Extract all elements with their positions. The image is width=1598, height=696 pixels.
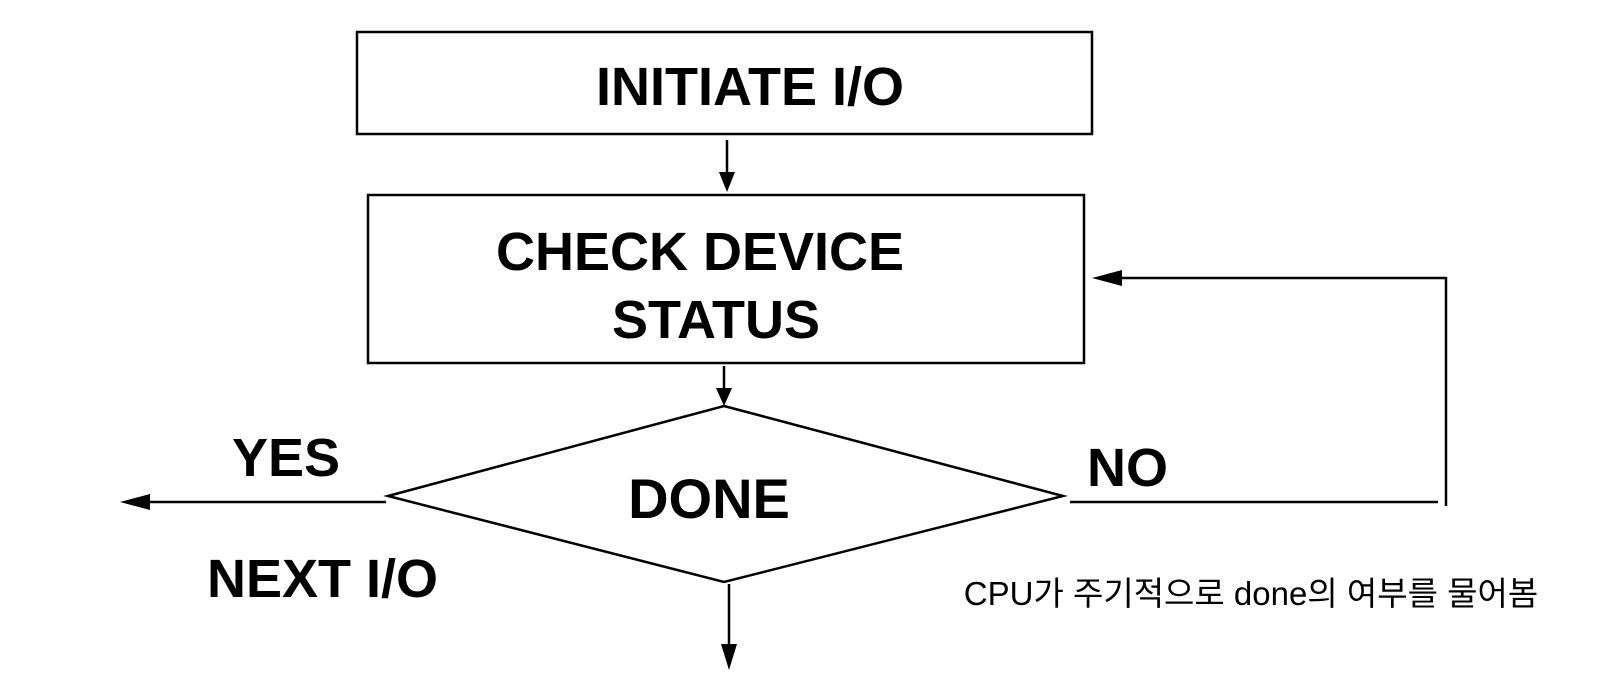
yes-label: YES — [232, 428, 340, 488]
done-decision-diamond — [383, 404, 1068, 584]
arrowhead-initiate-to-check — [719, 172, 735, 192]
check-device-status-box — [366, 193, 1086, 365]
check-device-status-line1: CHECK DEVICE — [496, 222, 904, 282]
initiate-io-label: INITIATE I/O — [596, 57, 904, 117]
initiate-io-box — [355, 30, 1094, 136]
yes-branch-arrowhead — [120, 494, 150, 510]
arrowhead-check-to-done — [716, 388, 732, 406]
exit-arrowhead — [721, 644, 737, 670]
loop-back-arrowhead — [1092, 270, 1122, 286]
done-label: DONE — [628, 467, 790, 530]
polling-annotation: CPU가 주기적으로 done의 여부를 물어봄 — [964, 575, 1538, 612]
check-device-status-line2: STATUS — [612, 290, 820, 350]
next-io-label: NEXT I/O — [207, 549, 438, 609]
no-label: NO — [1087, 438, 1168, 498]
